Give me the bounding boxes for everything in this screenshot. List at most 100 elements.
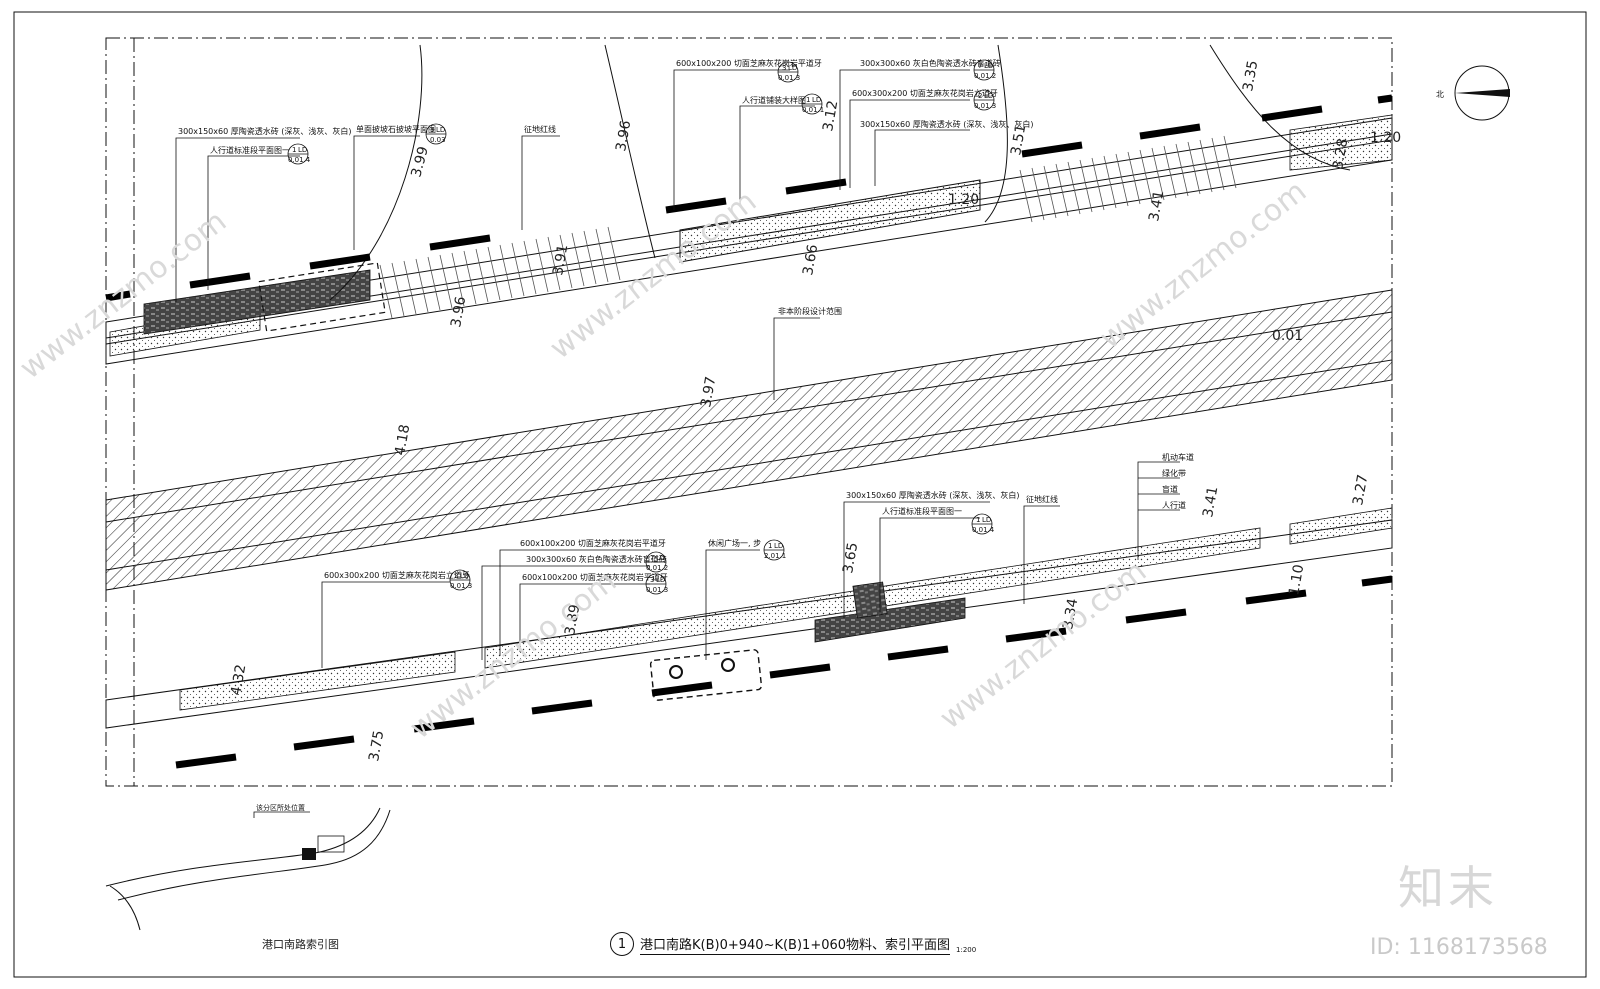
refb-4-code: LD	[774, 542, 783, 550]
ref-2-top: 3	[430, 126, 434, 134]
refb-2-bottom: 0.01.3	[646, 586, 668, 594]
elev-16: 3.34	[1060, 597, 1081, 631]
ref-7-top: 2	[978, 92, 982, 100]
elev-9: 3.66	[800, 243, 821, 277]
watermark-site-1: www.znzmo.com	[13, 204, 233, 386]
legend-2: 盲道	[1162, 484, 1178, 494]
ref-1-bottom: 0.01.4	[288, 156, 311, 164]
callout-top-8: 300x150x60 厚陶瓷透水砖 (深灰、浅灰、灰白)	[860, 119, 1034, 129]
median-inner-band	[105, 311, 1393, 571]
lane-marking-top	[105, 94, 1393, 302]
elev-14: 3.65	[840, 541, 861, 574]
ref-6-code: LD	[984, 62, 993, 70]
elev-11: 3.97	[698, 375, 719, 408]
callout-bottom-3: 600x300x200 切面芝麻灰花岗岩立道牙	[324, 570, 470, 580]
callout-bottom-1: 300x300x60 灰白色陶瓷透水砖盲道砖	[526, 554, 667, 564]
plan-frame	[105, 37, 1393, 787]
drawing-title: 港口南路K(B)0+940~K(B)1+060物料、索引平面图	[640, 934, 951, 955]
callout-top-3: 征地红线	[524, 124, 556, 134]
ref-bubbles-bottom	[449, 513, 993, 595]
refb-1-bottom: 0.01.2	[646, 564, 668, 572]
drawing-caption: 1 港口南路K(B)0+940~K(B)1+060物料、索引平面图 1:200	[610, 932, 976, 956]
callout-out-of-scope: 非本阶段设计范围	[778, 306, 842, 316]
ref-1-top: 1	[292, 146, 296, 154]
ref-bubble-labels-top: 1 LD 0.01.4 3 LD 0.03 3 LD 0.01.3 1 LD 0…	[288, 62, 996, 164]
refb-4-bottom: 2.01.1	[764, 552, 786, 560]
elev-5: 3.51	[1008, 123, 1029, 156]
elev-6: 3.35	[1240, 59, 1261, 92]
north-label: 北	[1436, 90, 1444, 99]
index-map-title: 港口南路索引图	[262, 938, 339, 951]
dashed-callout-box-top	[258, 262, 386, 332]
top-right-paving	[1289, 114, 1393, 171]
elev-20: 1.20	[1370, 130, 1401, 146]
watermark-site-2: www.znzmo.com	[543, 184, 763, 366]
plan-view	[105, 44, 1393, 769]
elev-7: 3.41	[1146, 189, 1167, 222]
ref-4-top: 3	[782, 64, 786, 72]
refb-4-top: 1	[768, 542, 772, 550]
elev-21: 1.10	[1286, 563, 1307, 596]
drawing-scale: 1:200	[956, 946, 977, 954]
ref-5-code: LD	[812, 96, 821, 104]
elev-17: 4.32	[228, 663, 249, 696]
elev-2: 3.91	[550, 243, 571, 276]
ref-bubbles-top	[287, 59, 995, 165]
index-map: 该分区所处位置	[105, 803, 391, 931]
callout-bottom-2: 600x100x200 切面芝麻灰花岗岩平道牙	[522, 572, 668, 582]
elev-8: 3.28	[1330, 137, 1351, 170]
elevation-labels: 3.99 3.96 3.91 3.96 3.12 3.51 3.35 3.41 …	[228, 59, 1401, 762]
section-legend: 机动车道 绿化带 盲道 人行道	[1162, 452, 1194, 510]
refb-2-top: 3	[650, 576, 654, 584]
refb-6-bottom: 0.01.4	[972, 526, 995, 534]
watermark-brand: 知末	[1398, 861, 1498, 915]
drawing-number: 1	[610, 932, 634, 956]
ref-2-code: LD	[436, 126, 445, 134]
callout-bottom-6: 人行道标准段平面图一	[882, 506, 962, 516]
elev-15: 3.89	[562, 603, 583, 636]
ref-1-code: LD	[298, 146, 307, 154]
leisure-plaza-box	[649, 649, 763, 701]
refb-3-code: LD	[460, 572, 469, 580]
elev-13: 3.41	[1200, 485, 1221, 518]
callout-bottom-5: 300x150x60 厚陶瓷透水砖 (深灰、浅灰、灰白)	[846, 490, 1020, 500]
refb-3-top: 2	[454, 572, 458, 580]
north-arrow: 北	[1436, 65, 1510, 121]
elev-18: 3.75	[366, 729, 387, 762]
ref-5-bottom: 0.01.1	[802, 106, 824, 114]
callouts-bottom: 600x100x200 切面芝麻灰花岗岩平道牙 300x300x60 灰白色陶瓷…	[324, 306, 1058, 582]
callout-top-4: 600x100x200 切面芝麻灰花岗岩平道牙	[676, 58, 822, 68]
elev-4: 3.12	[820, 99, 841, 132]
elev-19: 1.20	[948, 192, 979, 208]
callout-bottom-7: 征地红线	[1026, 494, 1058, 504]
road-curve-mid-right	[984, 44, 1008, 223]
callout-top-7: 600x300x200 切面芝麻灰花岗岩立道牙	[852, 88, 998, 98]
ref-2-bottom: 0.03	[430, 136, 446, 144]
refb-6-top: 1	[976, 516, 980, 524]
elev-3: 3.96	[613, 119, 634, 153]
callout-top-0: 300x150x60 厚陶瓷透水砖 (深灰、浅灰、灰白)	[178, 126, 352, 136]
callout-top-5: 人行道铺装大样图	[742, 95, 806, 105]
top-tactile-brick	[143, 269, 371, 335]
elev-12: 3.27	[1350, 473, 1371, 506]
legend-0: 机动车道	[1162, 452, 1194, 462]
callout-top-2: 单面披坡石披坡平面图	[356, 124, 436, 134]
tree-pit-2	[721, 658, 735, 672]
bottom-paving-dots-1	[179, 651, 456, 711]
crosswalk-right	[1019, 135, 1237, 223]
elev-10: 4.18	[392, 423, 413, 456]
callout-top-6: 300x300x60 灰白色陶瓷透水砖盲道砖	[860, 58, 1001, 68]
refb-1-code: LD	[656, 554, 665, 562]
sheet-border	[13, 11, 1587, 978]
tree-pit-1	[669, 665, 683, 679]
elev-1: 3.96	[448, 295, 469, 329]
road-curve-mid-left	[604, 44, 656, 259]
top-paving-dots	[679, 179, 981, 263]
road-curve-left	[329, 44, 423, 301]
legend-1: 绿化带	[1162, 468, 1186, 478]
ref-7-bottom: 0.01.3	[974, 102, 996, 110]
ref-6-top: 7	[978, 62, 982, 70]
lane-marking-bottom	[175, 575, 1393, 769]
refb-2-code: LD	[656, 576, 665, 584]
